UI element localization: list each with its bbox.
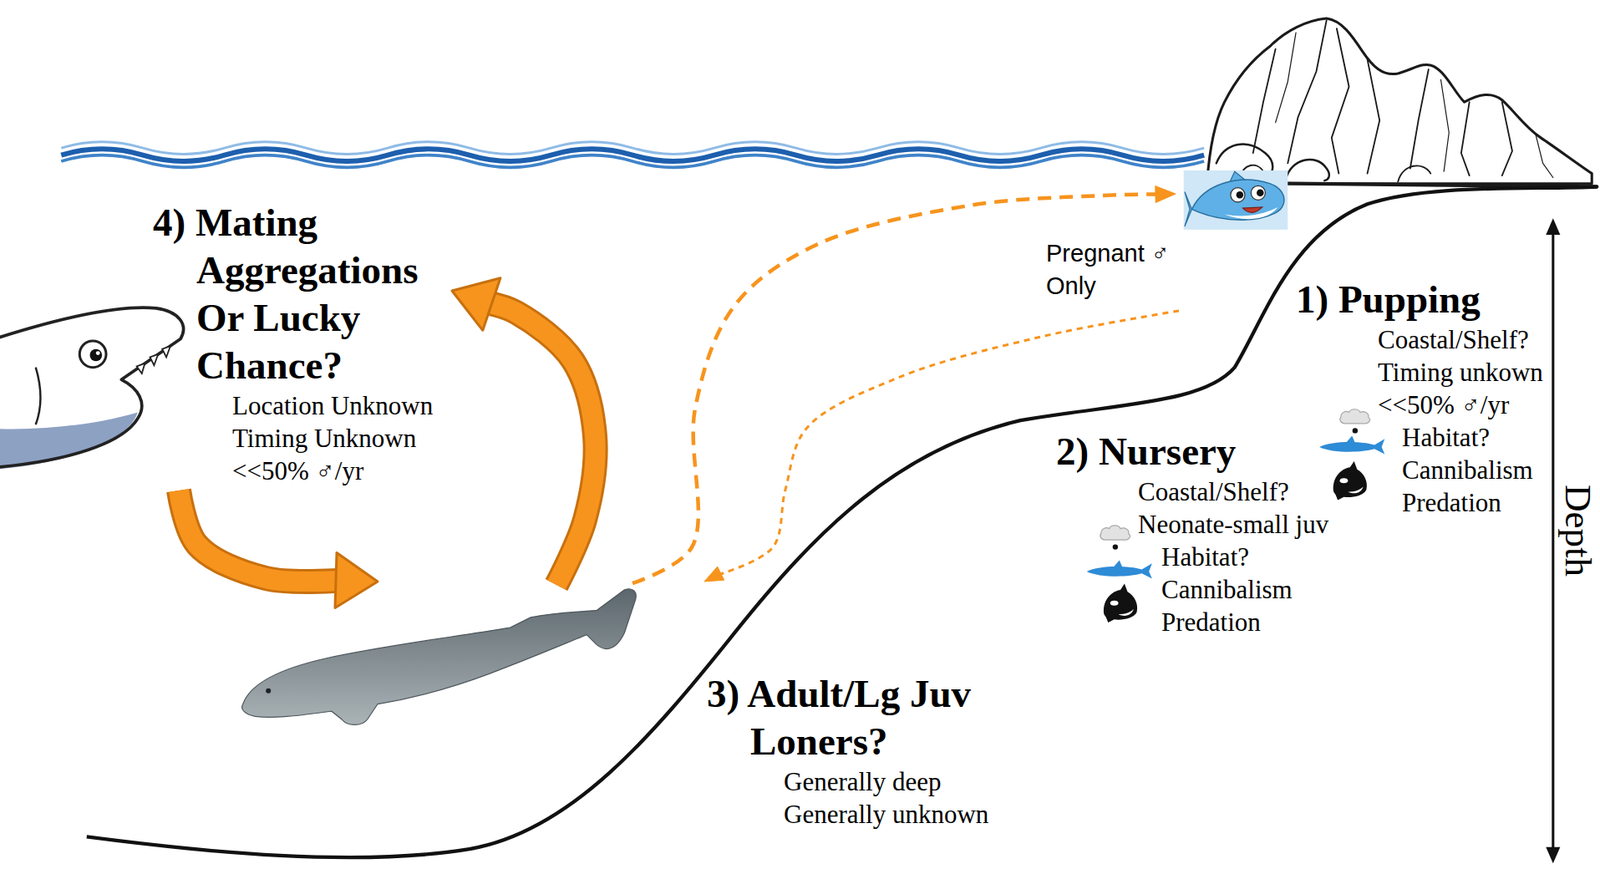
arrow-head <box>452 278 501 331</box>
pup-eye <box>1230 187 1245 203</box>
stage-note: Location Unknown <box>232 389 447 422</box>
factor-note: Habitat? <box>1401 421 1544 454</box>
arrow-shaft <box>487 302 596 585</box>
shark-belly <box>0 411 138 469</box>
arrow-head <box>1545 218 1560 235</box>
sea-surface <box>60 142 1204 168</box>
stage-note: Coastal/Shelf? <box>1137 475 1329 508</box>
hatch-line <box>1410 69 1429 168</box>
cycle-arrow <box>178 490 378 609</box>
factor-note: Predation <box>1401 486 1544 519</box>
shark-teeth <box>137 345 171 374</box>
rock-outline <box>1397 165 1431 182</box>
pup-cartoon <box>1183 170 1289 230</box>
eye-highlight <box>96 350 101 356</box>
cannibalism-icon <box>1319 435 1385 454</box>
stage-note: Coastal/Shelf? <box>1377 323 1544 356</box>
hatch-line <box>1253 49 1276 154</box>
shark-outline <box>0 307 184 468</box>
habitat-icon <box>1100 525 1131 550</box>
hatch-line <box>1502 101 1513 176</box>
stage-note: Neonate-small juv <box>1137 507 1329 541</box>
stage-note: Timing unkown <box>1377 355 1544 389</box>
pup-background <box>1183 170 1289 230</box>
life-stage-group: 1) PuppingCoastal/Shelf?Timing unkown<<5… <box>1183 167 1544 519</box>
stage-note: Generally unknown <box>783 797 992 831</box>
shark-pupil <box>89 349 102 362</box>
seafloor-profile <box>86 186 1598 858</box>
hatch-line <box>1535 134 1554 178</box>
stage-heading: 4) Mating Aggregations Or Lucky Chance? <box>152 198 447 390</box>
hatch-line <box>1331 28 1350 173</box>
arrow-head <box>335 553 378 609</box>
hatch-line <box>1287 20 1326 163</box>
stage-heading: 1) Pupping <box>1295 275 1544 324</box>
pup-body <box>1191 179 1284 220</box>
factor-note: Habitat? <box>1161 540 1329 574</box>
scene <box>0 18 1597 864</box>
stage-note: Timing Unknown <box>232 421 447 455</box>
pup-mouth <box>1243 207 1263 213</box>
mountain-sketch <box>1207 18 1598 188</box>
hatch-line <box>1440 79 1449 172</box>
stage-heading: 3) Adult/Lg Juv Loners? <box>706 670 1010 766</box>
arrow-shaft <box>178 490 341 582</box>
edge-label: Pregnant ♂ Only <box>1046 237 1197 303</box>
stage-note: Generally deep <box>783 765 992 798</box>
hatch-line <box>1275 32 1296 122</box>
rock-outline <box>1285 159 1330 181</box>
habitat-icon <box>1340 409 1371 434</box>
pup-pupil <box>1256 189 1265 198</box>
arrow-outline <box>178 490 341 582</box>
stage-note: <<50% ♂/yr <box>232 454 447 488</box>
arrow-head <box>1155 186 1176 204</box>
shark-eye <box>265 688 271 694</box>
arrow-outline <box>487 302 596 585</box>
pup-tail <box>1184 192 1193 228</box>
wave-line <box>60 155 1204 168</box>
factor-note: Cannibalism <box>1401 453 1544 487</box>
stage-note: <<50% ♂/yr <box>1377 388 1544 422</box>
cartoon-shark-head <box>0 307 184 470</box>
depth-axis <box>1551 230 1555 852</box>
stage-heading: 2) Nursery <box>1056 427 1329 476</box>
life-stage-group: 4) Mating Aggregations Or Lucky Chance?L… <box>152 198 447 488</box>
pup-belly <box>1224 207 1279 219</box>
pup-pupil <box>1236 191 1245 199</box>
arrow-head <box>704 566 725 582</box>
life-stage-group: 2) NurseryCoastal/Shelf?Neonate-small ju… <box>1056 427 1329 639</box>
shark-body <box>242 589 637 726</box>
predation-icon <box>1333 461 1367 500</box>
hatch-line <box>1461 101 1470 176</box>
arrow-head <box>1545 847 1560 864</box>
life-stage-group: 3) Adult/Lg Juv Loners?Generally deepGen… <box>239 586 992 831</box>
cannibalism-icon <box>1086 559 1153 579</box>
shark-eye <box>79 340 107 368</box>
gill-line <box>35 367 41 425</box>
factor-note: Cannibalism <box>1161 573 1329 606</box>
pup-eye <box>1250 185 1265 200</box>
greenland-shark <box>242 589 637 726</box>
cycle-arrow <box>452 278 596 585</box>
mountain-outline <box>1207 18 1592 184</box>
hatch-line <box>1367 59 1381 174</box>
predation-icon <box>1103 584 1138 623</box>
axis-label: Depth <box>1559 484 1597 577</box>
factor-note: Predation <box>1161 605 1329 639</box>
